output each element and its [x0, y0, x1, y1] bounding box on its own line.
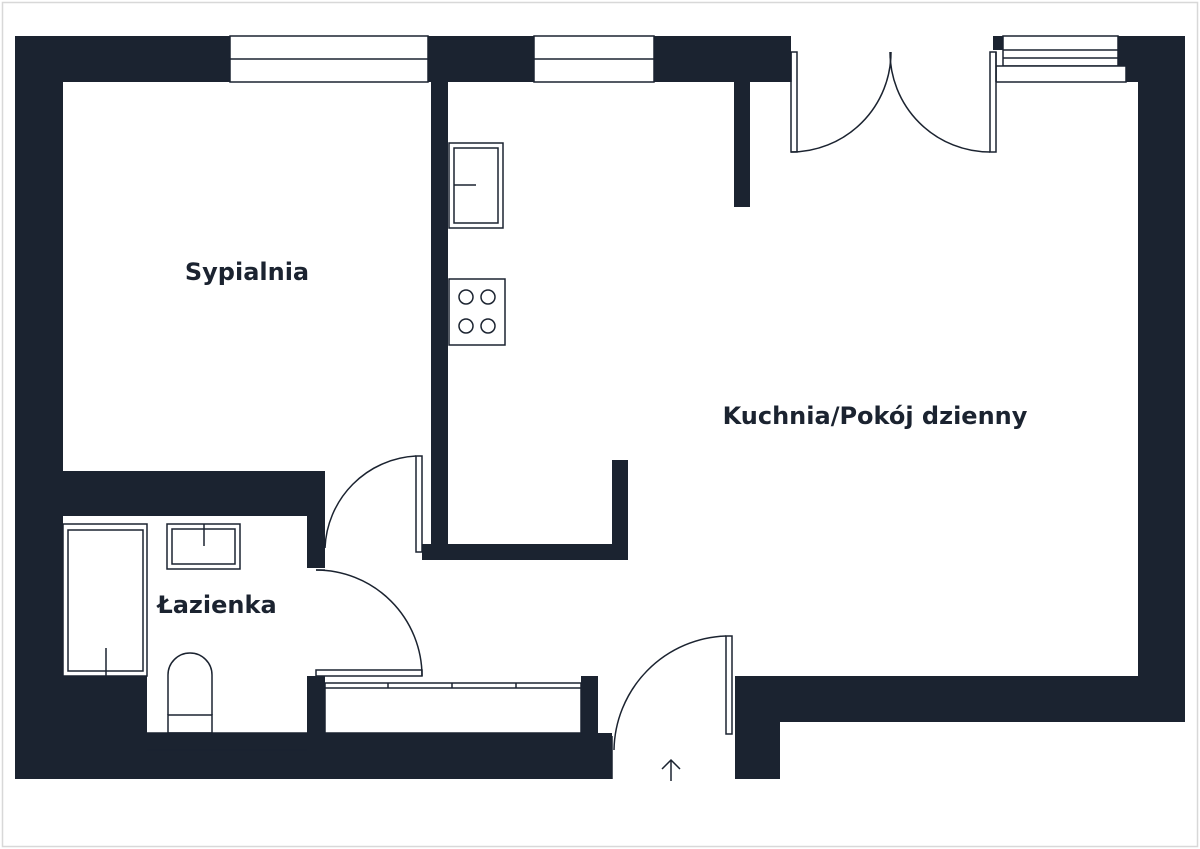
wall-bath-lower-left	[63, 676, 147, 736]
wall-left	[15, 36, 63, 779]
balcony-double-door	[790, 51, 997, 153]
entrance-door	[611, 635, 733, 779]
balcony-door-leaf-right	[989, 51, 997, 153]
wall-pier-top-right	[993, 36, 1003, 50]
wall-stub-balcony	[734, 82, 750, 207]
bathtub-icon	[62, 523, 148, 677]
wall-bath-right-lower	[307, 676, 325, 736]
balcony-door-swing-right	[889, 51, 991, 153]
wall-kitchen-lower	[422, 544, 628, 560]
window-bedroom	[229, 35, 429, 83]
cooktop-icon	[448, 278, 506, 346]
wall-bottom-left	[15, 733, 612, 779]
bedroom-door	[324, 455, 423, 553]
toilet-icon	[167, 652, 213, 734]
walls	[15, 36, 1185, 779]
wall-bottom-right-stub	[735, 676, 780, 779]
wall-right	[1138, 70, 1185, 722]
hall-wardrobe	[324, 682, 582, 734]
window-kitchen	[533, 35, 655, 83]
bathroom-sink-icon	[166, 523, 241, 570]
bathroom-door	[315, 569, 423, 677]
room-label-sypialnia: Sypialnia	[185, 258, 309, 286]
wall-top-middle	[428, 36, 534, 82]
wall-bath-right-upper	[307, 471, 325, 568]
entrance-arrow-icon	[661, 758, 681, 781]
kitchen-sink	[448, 142, 504, 229]
wall-closet-post	[581, 676, 598, 736]
wall-bedroom-kitchen	[431, 82, 448, 558]
bathroom-shelf	[147, 514, 307, 751]
window-living-right	[995, 35, 1127, 83]
wall-bedroom-bath	[63, 471, 325, 516]
balcony-door-swing-left	[790, 51, 892, 153]
wall-kitchen-lower-post	[612, 460, 628, 560]
balcony-door-leaf-left	[790, 51, 798, 153]
windows	[229, 35, 1127, 83]
room-label-kuchnia: Kuchnia/Pokój dzienny	[723, 402, 1028, 430]
wall-bottom-right	[735, 676, 1185, 722]
wall-top-center-right	[654, 36, 791, 82]
room-label-lazienka: Łazienka	[155, 591, 276, 619]
